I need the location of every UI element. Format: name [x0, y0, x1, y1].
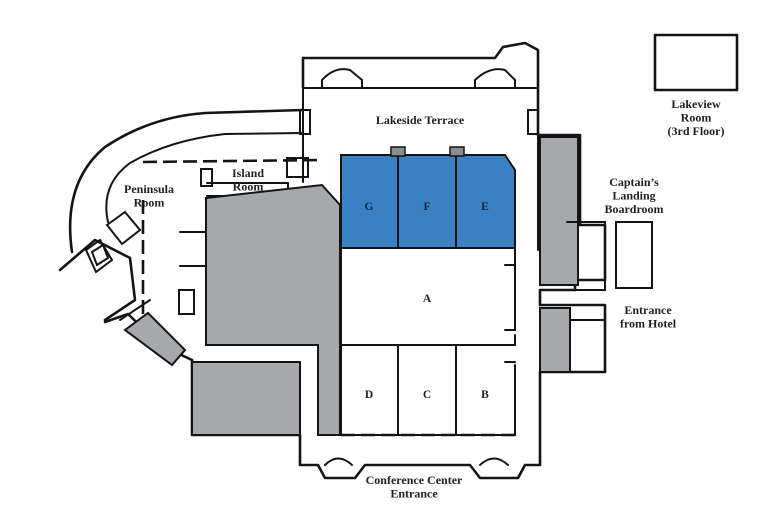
room-B-label: B [481, 389, 489, 401]
island-stair [286, 157, 309, 178]
room-E[interactable] [455, 154, 516, 249]
arch-left [321, 68, 363, 89]
peninsula-wing-walls [58, 238, 137, 322]
room-E-label: E [481, 201, 489, 213]
lakeside-terrace-label: Lakeside Terrace [376, 113, 465, 127]
core-right-upper [539, 136, 579, 286]
terrace-post-left [299, 109, 311, 135]
lakeview-room-label-line-2: (3rd Floor) [668, 124, 725, 138]
island-pillar [200, 168, 213, 187]
captains-landing-label-line-1: Landing [612, 189, 655, 203]
peninsula-curve-outer [68, 108, 305, 254]
core-lower-left [191, 361, 301, 436]
hotel-entrance-frame [569, 319, 606, 373]
room-C-label: C [423, 389, 431, 401]
room-G-label: G [365, 201, 374, 213]
peninsula-vestibule [105, 210, 142, 246]
conference-center-entrance-label-line-0: Conference Center [366, 473, 463, 487]
peninsula-stair [84, 238, 114, 274]
captains-landing-label-line-0: Captain’s [609, 175, 659, 189]
room-A-door [504, 264, 516, 331]
conference-center-entrance-label-line-1: Entrance [390, 487, 438, 501]
room-E-door-marker [449, 146, 465, 157]
core-right-lower [539, 307, 571, 373]
captains-landing-boardroom [615, 221, 653, 289]
island-room-partition [142, 158, 323, 164]
peninsula-pillar [178, 289, 195, 315]
terrace-post-right [527, 109, 539, 135]
captains-landing-label-line-2: Boardroom [604, 202, 663, 216]
peninsula-diag-wall [119, 299, 151, 321]
room-A-label: A [423, 293, 432, 305]
core-peninsula-ramp [123, 311, 187, 367]
building-outer-wall [190, 41, 607, 480]
island-room-label-line-1: Room [233, 180, 264, 194]
room-A-outline[interactable] [340, 247, 516, 346]
lakeview-room-label-line-1: Room [681, 111, 712, 125]
lakeview-room-outline [653, 33, 739, 92]
peninsula-room-label-line-1: Room [134, 196, 165, 210]
entrance-arch-left [324, 457, 353, 466]
room-F-label: F [423, 201, 430, 213]
peninsula-room-label-line-0: Peninsula [124, 182, 174, 196]
captains-landing-frame [566, 221, 606, 291]
peninsula-curve-inner [105, 132, 304, 223]
entrance-from-hotel-label-line-1: from Hotel [620, 317, 677, 331]
core-central [205, 183, 341, 436]
arch-right [474, 68, 516, 89]
island-room-label-line-0: Island [232, 166, 264, 180]
entrance-from-hotel-label-line-0: Entrance [624, 303, 672, 317]
room-G-door-marker [390, 146, 406, 157]
lakeview-room-label-line-0: Lakeview [671, 97, 721, 111]
entrance-arch-right [479, 457, 509, 466]
room-D-label: D [365, 389, 373, 401]
